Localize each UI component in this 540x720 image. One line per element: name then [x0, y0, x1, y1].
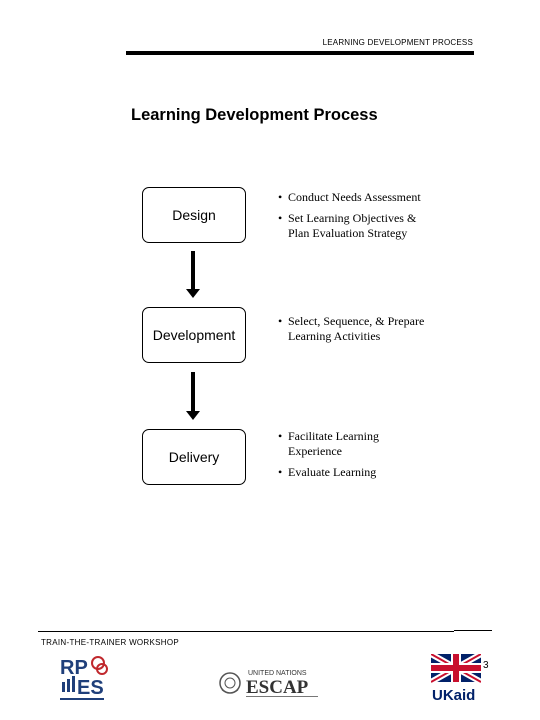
escap-org-text: UNITED NATIONS: [248, 670, 307, 677]
list-item: • Select, Sequence, & Prepare Learning A…: [278, 314, 438, 344]
bullet-symbol: •: [278, 465, 283, 479]
stage-label: Delivery: [168, 449, 220, 465]
stage-box-delivery: Delivery: [142, 429, 246, 485]
bullet-symbol: •: [278, 314, 283, 328]
escap-name-text: ESCAP: [246, 677, 309, 698]
bullet-text: Evaluate Learning: [288, 465, 377, 479]
list-item: • Facilitate Learning Experience: [278, 429, 398, 459]
bullet-text: Conduct Needs Assessment: [288, 190, 421, 204]
stage-label: Design: [172, 207, 216, 223]
ukaid-text: UKaid: [432, 687, 475, 704]
bullet-symbol: •: [278, 211, 283, 225]
stage-box-development: Development: [142, 307, 246, 363]
bullet-list-development: • Select, Sequence, & Prepare Learning A…: [278, 314, 438, 344]
stage-label: Development: [152, 327, 236, 343]
list-item: • Conduct Needs Assessment: [278, 190, 438, 205]
rpes-logo-text: ES: [77, 677, 104, 699]
bullet-text: Facilitate Learning Experience: [288, 429, 379, 458]
header-rule: [126, 51, 474, 55]
stage-box-design: Design: [142, 187, 246, 243]
escap-logo: UNITED NATIONS ESCAP: [219, 670, 318, 698]
bullet-text: Select, Sequence, & Prepare Learning Act…: [288, 314, 425, 343]
ukaid-logo: UKaid: [431, 654, 481, 704]
list-item: • Evaluate Learning: [278, 465, 398, 480]
page-title: Learning Development Process: [131, 106, 378, 124]
rpes-logo-text: RP: [60, 657, 88, 679]
list-item: • Set Learning Objectives & Plan Evaluat…: [278, 211, 438, 241]
bullet-list-delivery: • Facilitate Learning Experience • Evalu…: [278, 429, 398, 480]
arrow-down-icon: [186, 372, 200, 420]
bullet-text: Set Learning Objectives & Plan Evaluatio…: [288, 211, 417, 240]
bullet-symbol: •: [278, 190, 283, 204]
footer-rule: [38, 631, 454, 632]
running-header: LEARNING DEVELOPMENT PROCESS: [322, 38, 473, 47]
bullet-symbol: •: [278, 429, 283, 443]
rpes-logo: RP ES: [60, 656, 108, 700]
bullet-list-design: • Conduct Needs Assessment • Set Learnin…: [278, 190, 438, 241]
footer-workshop-label: TRAIN-THE-TRAINER WORKSHOP: [41, 638, 180, 647]
arrow-down-icon: [186, 251, 200, 298]
footer-rule: [454, 630, 492, 631]
page-number: 3: [483, 660, 489, 671]
